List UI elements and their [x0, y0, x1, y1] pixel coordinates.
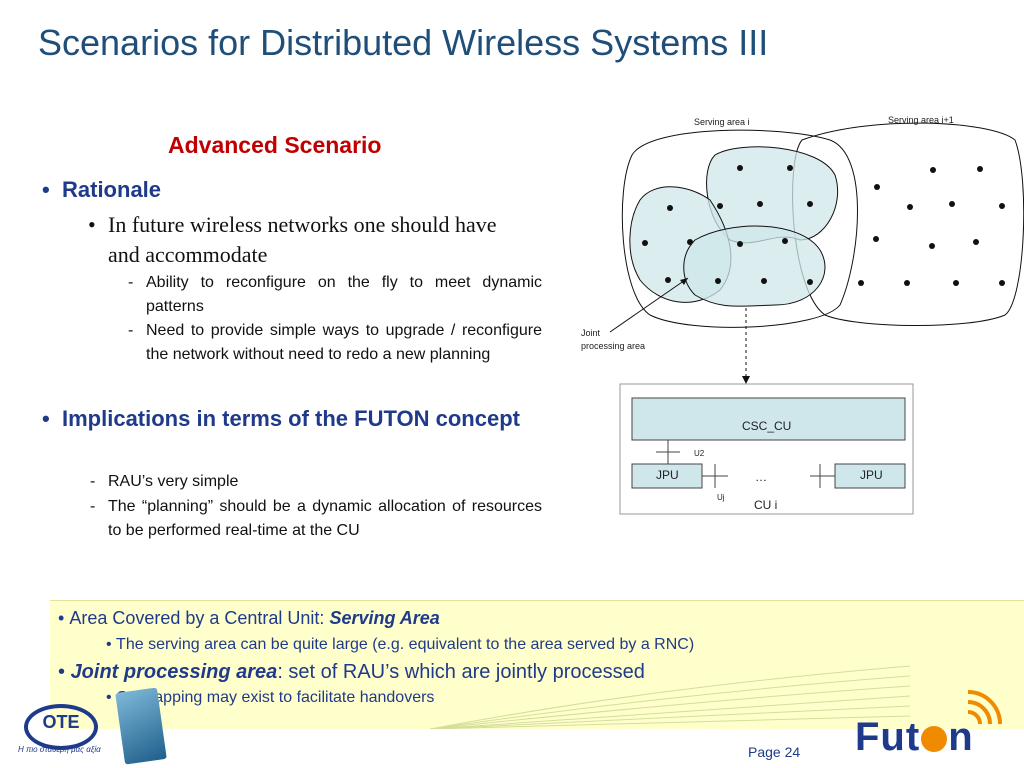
- uj-label: Uj: [717, 493, 725, 502]
- rau-dots: [642, 165, 1005, 286]
- serving-area-i-outline: [621, 129, 858, 328]
- ote-logo-ring: [24, 704, 98, 750]
- rationale-item-2: - Need to provide simple ways to upgrade…: [128, 319, 542, 367]
- csc-cu-box: [631, 397, 906, 441]
- futon-logo-part2: n: [948, 715, 974, 759]
- jpu-left-box: [631, 463, 703, 489]
- summary-item-1-sub: • The serving area can be quite large (e…: [106, 636, 694, 654]
- implications-item-1-text: RAU’s very simple: [108, 473, 239, 490]
- rationale-sub: • In future wireless networks one should…: [88, 210, 528, 270]
- bullet-dot: •: [58, 661, 71, 683]
- summary-item-2-sub-text: Overlapping may exist to facilitate hand…: [116, 689, 435, 706]
- rationale-item-2-text: Need to provide simple ways to upgrade /…: [146, 322, 542, 363]
- bullet-dot: •: [106, 636, 117, 653]
- bullet-dot: •: [106, 689, 117, 706]
- joint-area-bottom: [683, 225, 826, 307]
- fiber-decoration: [430, 665, 910, 729]
- u2-label: U2: [694, 449, 705, 458]
- serving-area-i1-label: Serving area i+1: [888, 115, 954, 125]
- serving-area-i-label: Serving area i: [694, 117, 750, 127]
- bullet-dot: •: [42, 406, 50, 431]
- dash: -: [90, 498, 96, 515]
- dash: -: [90, 473, 96, 490]
- rationale-item-1-text: Ability to reconfigure on the fly to mee…: [146, 274, 542, 315]
- jpu-right-box: [834, 463, 906, 489]
- page-title: Scenarios for Distributed Wireless Syste…: [38, 22, 769, 63]
- ellipsis-label: …: [755, 470, 767, 484]
- dash: -: [128, 322, 134, 339]
- futon-logo-part1: Fut: [855, 715, 921, 759]
- jpu-right-label: JPU: [860, 468, 883, 482]
- bullet-dot: •: [88, 212, 96, 237]
- bullet-dot: •: [58, 608, 70, 628]
- summary-item-2: • Joint processing area: set of RAU’s wh…: [58, 661, 645, 684]
- rationale-heading: Rationale: [62, 177, 162, 202]
- page-number: Page 24: [748, 744, 801, 760]
- bullet-dot: •: [42, 177, 50, 202]
- implications-heading: Implications in terms of the FUTON conce…: [62, 406, 520, 431]
- bullet-rationale: • Rationale: [42, 177, 162, 203]
- rationale-sub-text: In future wireless networks one should h…: [108, 212, 497, 267]
- rationale-item-1: - Ability to reconfigure on the fly to m…: [128, 271, 542, 319]
- summary-item-2-rest: : set of RAU’s which are jointly process…: [277, 661, 645, 683]
- implications-item-2-text: The “planning” should be a dynamic alloc…: [108, 498, 542, 539]
- dash: -: [128, 274, 134, 291]
- joint-pointer-head: [680, 278, 688, 285]
- csc-cu-label: CSC_CU: [742, 419, 792, 433]
- summary-item-1: • Area Covered by a Central Unit: Servin…: [58, 608, 440, 629]
- joint-pointer-line: [609, 277, 689, 333]
- summary-item-1-sub-text: The serving area can be quite large (e.g…: [116, 636, 695, 653]
- bullet-implications: • Implications in terms of the FUTON con…: [42, 400, 532, 438]
- summary-item-2-em: Joint processing area: [70, 661, 278, 683]
- ote-logo-text: OTE: [42, 712, 80, 732]
- summary-item-1-em: Serving Area: [329, 608, 440, 628]
- subtitle: Advanced Scenario: [168, 132, 382, 158]
- signal-waves-icon: [967, 690, 1002, 725]
- summary-box: • Area Covered by a Central Unit: Servin…: [50, 600, 1024, 729]
- link-arrow-head: [742, 376, 750, 384]
- summary-item-2-sub: • Overlapping may exist to facilitate ha…: [106, 689, 434, 707]
- joint-label-line1: Joint: [581, 328, 601, 338]
- joint-label-line2: processing area: [581, 341, 646, 351]
- ote-tagline: Η πιο σταθερή μας αξία: [18, 745, 101, 754]
- futon-o-icon: [921, 726, 948, 753]
- implications-item-2: - The “planning” should be a dynamic all…: [90, 495, 542, 543]
- serving-area-diagram: [609, 122, 1024, 515]
- cu-label: CU i: [754, 498, 778, 512]
- implications-item-1: - RAU’s very simple: [90, 470, 542, 494]
- jpu-left-label: JPU: [656, 468, 679, 482]
- summary-item-1-prefix: Area Covered by a Central Unit:: [69, 608, 330, 628]
